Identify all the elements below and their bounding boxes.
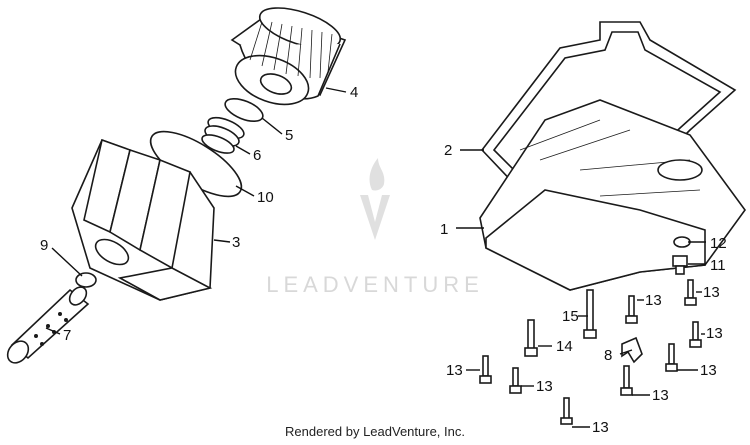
callout-12: 12 xyxy=(710,235,727,252)
callout-15: 15 xyxy=(562,308,579,325)
callout-9: 9 xyxy=(40,237,48,254)
oil-strainer-7 xyxy=(6,286,90,364)
bolt-15 xyxy=(583,289,597,339)
oil-filter xyxy=(230,7,347,106)
callout-10: 10 xyxy=(257,189,274,206)
spring-washer-6 xyxy=(201,116,245,154)
bolts xyxy=(479,279,702,425)
callout-14: 14 xyxy=(556,338,573,355)
bolt-13-a xyxy=(625,295,638,324)
bolt-13-d xyxy=(665,343,678,372)
callout-3: 3 xyxy=(232,234,240,251)
callout-13-e: 13 xyxy=(446,362,463,379)
callout-5: 5 xyxy=(285,127,293,144)
callout-8: 8 xyxy=(604,347,612,364)
watermark: LEADVENTURE xyxy=(266,158,484,297)
bolt-13-e xyxy=(479,355,492,384)
bolt-leader-lines xyxy=(466,291,705,428)
callout-13-h: 13 xyxy=(592,419,609,436)
callout-4: 4 xyxy=(350,84,358,101)
callout-13-a: 13 xyxy=(645,292,662,309)
callout-13-b: 13 xyxy=(703,284,720,301)
bolt-13-b xyxy=(684,279,697,306)
callout-13-g: 13 xyxy=(652,387,669,404)
callouts: 4 5 6 10 3 9 7 2 1 12 11 13 13 15 13 14 … xyxy=(40,84,727,436)
bolt-13-f xyxy=(509,367,522,394)
leader-lines xyxy=(45,87,706,355)
leadventure-logo-icon xyxy=(360,158,390,240)
footer-credit: Rendered by LeadVenture, Inc. xyxy=(285,424,465,439)
o-ring-9 xyxy=(75,272,97,288)
callout-2: 2 xyxy=(444,142,452,159)
o-ring-5 xyxy=(224,97,264,123)
oil-pan-1 xyxy=(479,99,746,291)
callout-6: 6 xyxy=(253,147,261,164)
bolt-13-h xyxy=(560,397,573,425)
bolt-14 xyxy=(524,319,538,357)
callout-7: 7 xyxy=(63,327,71,344)
callout-13-d: 13 xyxy=(700,362,717,379)
filter-cover xyxy=(71,138,215,301)
callout-1: 1 xyxy=(440,221,448,238)
callout-11: 11 xyxy=(710,257,726,274)
callout-13-c: 13 xyxy=(706,325,723,342)
callout-13-f: 13 xyxy=(536,378,553,395)
bolt-13-g xyxy=(620,365,633,396)
bolt-13-c xyxy=(689,321,702,348)
drain-bolt-11 xyxy=(672,255,688,275)
drain-washer-12 xyxy=(673,236,691,248)
watermark-brand-text: LEADVENTURE xyxy=(266,272,484,297)
